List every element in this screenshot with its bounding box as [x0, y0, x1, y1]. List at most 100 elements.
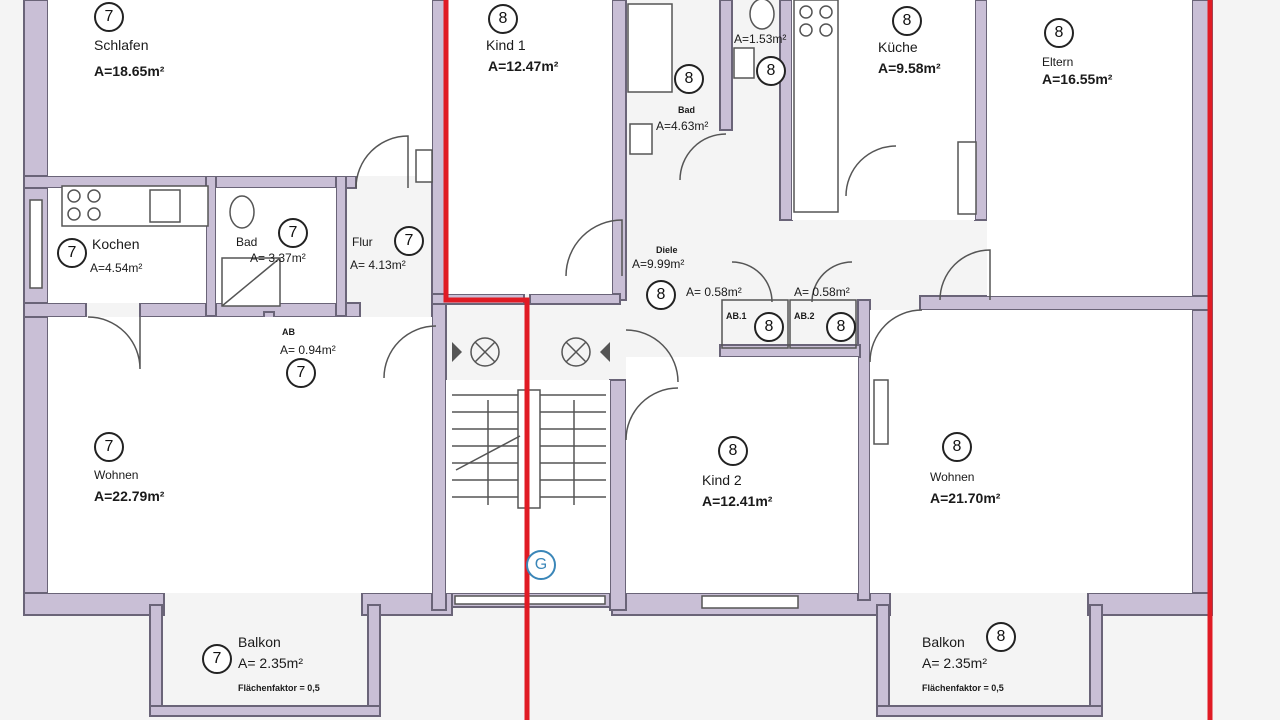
- room-name: Kochen: [92, 236, 140, 252]
- outer-wall-bottom-right: [1087, 592, 1213, 616]
- door-swing: [869, 309, 923, 363]
- room-area: A=9.99m²: [632, 257, 685, 271]
- room-name: Bad: [236, 235, 258, 249]
- unit-marker: 7: [394, 226, 424, 256]
- room-area: A= 3.37m²: [250, 251, 306, 265]
- room-area: A=18.65m²: [94, 63, 165, 79]
- stove-burner: [799, 23, 813, 37]
- room-area: A=21.70m²: [930, 490, 1001, 506]
- room-area: A=12.47m²: [488, 58, 559, 74]
- sink-8: [629, 123, 653, 155]
- stove-burner: [67, 189, 81, 203]
- wall-balkon7-right: [367, 604, 381, 716]
- stair-treads: [452, 389, 606, 509]
- unit-marker: 8: [986, 622, 1016, 652]
- room-area: A= 0.58m²: [794, 285, 850, 299]
- room-area: A=1.53m²: [734, 32, 787, 46]
- unit-marker: 7: [57, 238, 87, 268]
- stove-burner: [67, 207, 81, 221]
- unit-marker: 7: [94, 2, 124, 32]
- area-factor: Flächenfaktor = 0,5: [922, 683, 1004, 693]
- window: [701, 595, 799, 609]
- room-name: Küche: [878, 39, 918, 55]
- outer-wall-bottom-left: [23, 592, 165, 616]
- stove-burner: [87, 189, 101, 203]
- door-swing: [625, 387, 679, 441]
- room-area: A=12.41m²: [702, 493, 773, 509]
- wall-flur-left: [335, 175, 347, 317]
- unit-marker: 8: [892, 6, 922, 36]
- unit-boundary-line: [443, 0, 530, 720]
- stove-burner: [87, 207, 101, 221]
- room-name: Flur: [352, 235, 373, 249]
- unit-marker: 8: [756, 56, 786, 86]
- kitchen-counter-8: [793, 0, 839, 213]
- shower-diagonal: [221, 257, 281, 307]
- unit-marker: 7: [278, 218, 308, 248]
- stair-marker: G: [526, 550, 556, 580]
- door-swing: [811, 261, 853, 303]
- door-swing: [565, 219, 623, 277]
- room-name: Balkon: [922, 634, 965, 650]
- wall-balkon7-bottom: [149, 705, 381, 717]
- unit-marker: 8: [646, 280, 676, 310]
- room-name: Balkon: [238, 634, 281, 650]
- room-kind2: [626, 357, 858, 593]
- unit-marker: 8: [826, 312, 856, 342]
- room-area: A=9.58m²: [878, 60, 941, 76]
- room-area: A= 2.35m²: [922, 655, 987, 671]
- stair-crossed-symbol: [452, 337, 610, 367]
- door-swing: [845, 145, 897, 197]
- wall-kueche-right: [974, 0, 988, 221]
- window: [957, 141, 977, 215]
- wall-balkon7-left: [149, 604, 163, 716]
- door-swing: [939, 249, 991, 301]
- room-code: AB.1: [726, 311, 747, 321]
- room-name: Bad: [678, 105, 696, 115]
- unit-marker: 7: [286, 358, 316, 388]
- room-name: Kind 1: [486, 37, 526, 53]
- window: [29, 199, 43, 289]
- wall-kind1-right: [611, 0, 627, 301]
- room-area: A=4.63m²: [656, 119, 709, 133]
- door-swing: [355, 135, 409, 189]
- toilet-7: [229, 195, 255, 229]
- kitchen-counter-7: [61, 185, 209, 227]
- room-wohnen8: [870, 310, 1192, 593]
- unit-marker: 8: [488, 4, 518, 34]
- door-swing: [87, 316, 141, 370]
- area-factor: Flächenfaktor = 0,5: [238, 683, 320, 693]
- room-kind1: [446, 0, 612, 294]
- room-name: Wohnen: [930, 470, 975, 484]
- unit-marker: 7: [202, 644, 232, 674]
- window: [873, 379, 889, 445]
- room-name: Kind 2: [702, 472, 742, 488]
- stove-burner: [819, 5, 833, 19]
- wall-stair-top-right: [529, 293, 621, 305]
- toilet-8: [749, 0, 775, 30]
- room-name: Diele: [656, 245, 678, 255]
- stove-burner: [799, 5, 813, 19]
- wall-kochen-bottom: [23, 302, 87, 318]
- room-code: AB.2: [794, 311, 815, 321]
- room-area: A=4.54m²: [90, 261, 143, 275]
- door-swing: [679, 133, 727, 181]
- wall-balkon8-right: [1089, 604, 1103, 716]
- unit-marker: 8: [718, 436, 748, 466]
- room-area: A=22.79m²: [94, 488, 165, 504]
- sink-7: [149, 189, 181, 223]
- unit-marker: 8: [942, 432, 972, 462]
- room-area: A= 0.94m²: [280, 343, 336, 357]
- stove-burner: [819, 23, 833, 37]
- wall-eltern-bottom: [919, 295, 1211, 311]
- unit-marker: 7: [94, 432, 124, 462]
- door-swing: [731, 261, 773, 303]
- room-name: Schlafen: [94, 37, 149, 53]
- window: [454, 595, 606, 605]
- wall-balkon8-left: [876, 604, 890, 716]
- wall-balkon8-bottom: [876, 705, 1103, 717]
- bathtub: [627, 3, 673, 93]
- door-swing: [625, 329, 679, 383]
- room-name: AB: [282, 327, 295, 337]
- room-eltern: [987, 0, 1192, 296]
